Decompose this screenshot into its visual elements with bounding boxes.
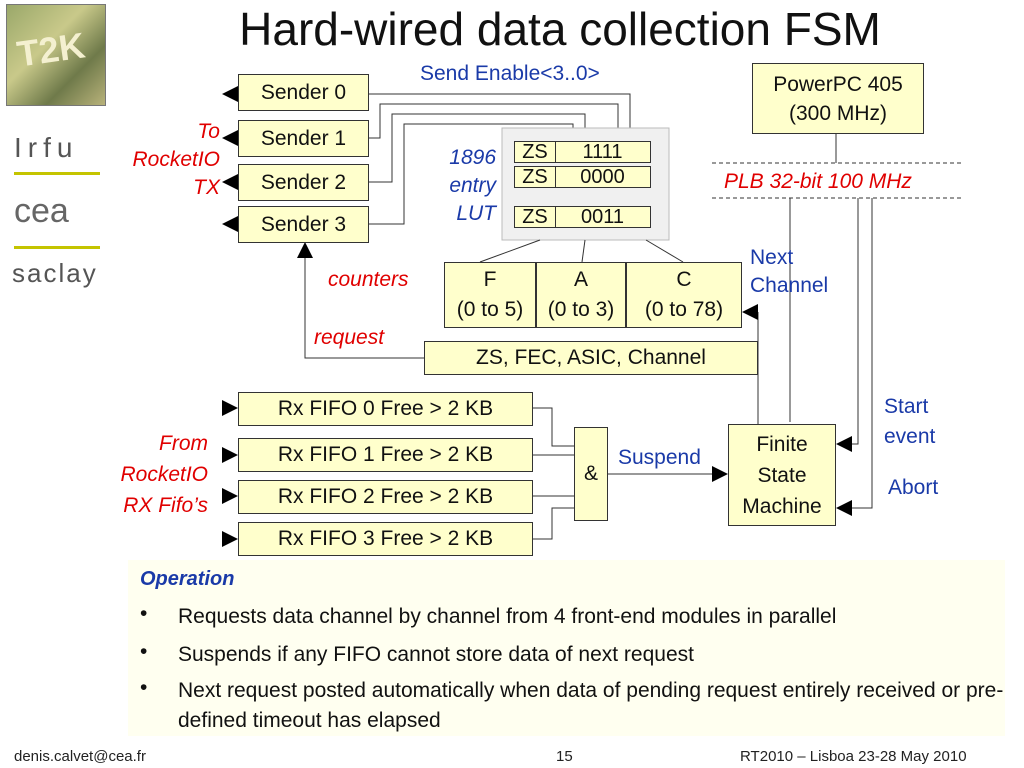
fsm-line-3: Machine — [742, 495, 822, 518]
irfu-logo: Irfu — [14, 132, 79, 163]
footer-event: RT2010 – Lisboa 23-28 May 2010 — [740, 748, 967, 765]
lut-row: ZS 1111 — [514, 141, 651, 163]
sender-1-box: Sender 1 — [238, 120, 369, 157]
counter-f-range: (0 to 5) — [456, 298, 524, 321]
to-label-line-3: TX — [193, 176, 220, 199]
sender-0-box: Sender 0 — [238, 74, 369, 111]
lut-row: ZS 0011 — [514, 206, 651, 228]
zs-bus-box: ZS, FEC, ASIC, Channel — [424, 341, 758, 375]
sender-3-box: Sender 3 — [238, 206, 369, 243]
lut-zs-cell: ZS — [515, 142, 556, 162]
start-event-line-2: event — [884, 425, 936, 448]
powerpc-box: PowerPC 405 (300 MHz) — [752, 63, 924, 134]
start-event-label: Start event — [884, 392, 935, 452]
send-enable-label: Send Enable<3..0> — [420, 62, 600, 85]
lut-zs-cell: ZS — [515, 167, 556, 187]
from-label-line-2: RocketIO — [120, 463, 208, 486]
plb-label: PLB 32-bit 100 MHz — [724, 170, 912, 193]
next-channel-line-1: Next — [750, 246, 794, 269]
operation-heading: Operation — [140, 568, 235, 590]
request-label: request — [314, 326, 385, 349]
fsm-line-1: Finite — [756, 433, 808, 456]
start-event-line-1: Start — [884, 395, 929, 418]
from-rocketio-label: From RocketIO RX Fifo’s — [96, 428, 208, 521]
bullet-dot: • — [140, 640, 148, 663]
bullet-text: Suspends if any FIFO cannot store data o… — [178, 643, 694, 666]
counter-f-box: F (0 to 5) — [444, 262, 536, 328]
counter-a-range: (0 to 3) — [547, 298, 615, 321]
cea-underline — [14, 246, 100, 249]
lut-label: 1896 entry LUT — [430, 144, 496, 228]
saclay-logo: saclay — [12, 258, 98, 288]
lut-value-cell: 1111 — [582, 141, 623, 163]
operation-panel: Operation • Requests data channel by cha… — [128, 560, 1005, 736]
lut-zs-cell: ZS — [515, 207, 556, 227]
footer-page-number: 15 — [556, 748, 573, 765]
fsm-line-2: State — [757, 464, 807, 487]
counter-a-box: A (0 to 3) — [536, 262, 626, 328]
counter-f-name: F — [483, 268, 497, 291]
counter-c-box: C (0 to 78) — [626, 262, 742, 328]
fsm-box: Finite State Machine — [728, 424, 836, 526]
next-channel-line-2: Channel — [750, 274, 829, 297]
bullet-text: Next request posted automatically when d… — [178, 679, 1004, 732]
powerpc-line-1: PowerPC 405 — [773, 73, 903, 96]
counter-c-name: C — [676, 268, 692, 291]
footer-email: denis.calvet@cea.fr — [14, 748, 146, 765]
rx-fifo-3-box: Rx FIFO 3 Free > 2 KB — [238, 522, 533, 556]
rx-fifo-2-box: Rx FIFO 2 Free > 2 KB — [238, 480, 533, 514]
counter-c-range: (0 to 78) — [644, 298, 724, 321]
from-label-line-3: RX Fifo’s — [123, 494, 208, 517]
bullet-dot: • — [140, 676, 148, 699]
bullet-dot: • — [140, 602, 148, 625]
slide-title: Hard-wired data collection FSM — [239, 3, 881, 55]
to-label-line-1: To — [197, 120, 220, 143]
bullet-text: Requests data channel by channel from 4 … — [178, 605, 837, 628]
lut-row: ZS 0000 — [514, 166, 651, 188]
lut-label-line-3: LUT — [456, 202, 496, 225]
suspend-label: Suspend — [618, 446, 701, 469]
counters-label: counters — [328, 268, 409, 291]
lut-value-cell: 0000 — [580, 166, 625, 188]
next-channel-label: Next Channel — [750, 244, 828, 300]
abort-label: Abort — [888, 476, 939, 499]
cea-logo: cea — [14, 192, 69, 230]
to-rocketio-label: To RocketIO TX — [120, 118, 220, 202]
sender-2-box: Sender 2 — [238, 164, 369, 201]
counter-a-name: A — [573, 268, 588, 291]
lut-label-line-2: entry — [449, 174, 496, 197]
lut-label-line-1: 1896 — [449, 146, 496, 169]
powerpc-line-2: (300 MHz) — [788, 102, 888, 125]
from-label-line-1: From — [159, 432, 208, 455]
lut-value-cell: 0011 — [580, 206, 624, 228]
rx-fifo-1-box: Rx FIFO 1 Free > 2 KB — [238, 438, 533, 472]
rx-fifo-0-box: Rx FIFO 0 Free > 2 KB — [238, 392, 533, 426]
t2k-logo: T2K — [6, 4, 106, 106]
and-gate-box: & — [574, 427, 608, 521]
to-label-line-2: RocketIO — [132, 148, 220, 171]
irfu-underline — [14, 172, 100, 175]
